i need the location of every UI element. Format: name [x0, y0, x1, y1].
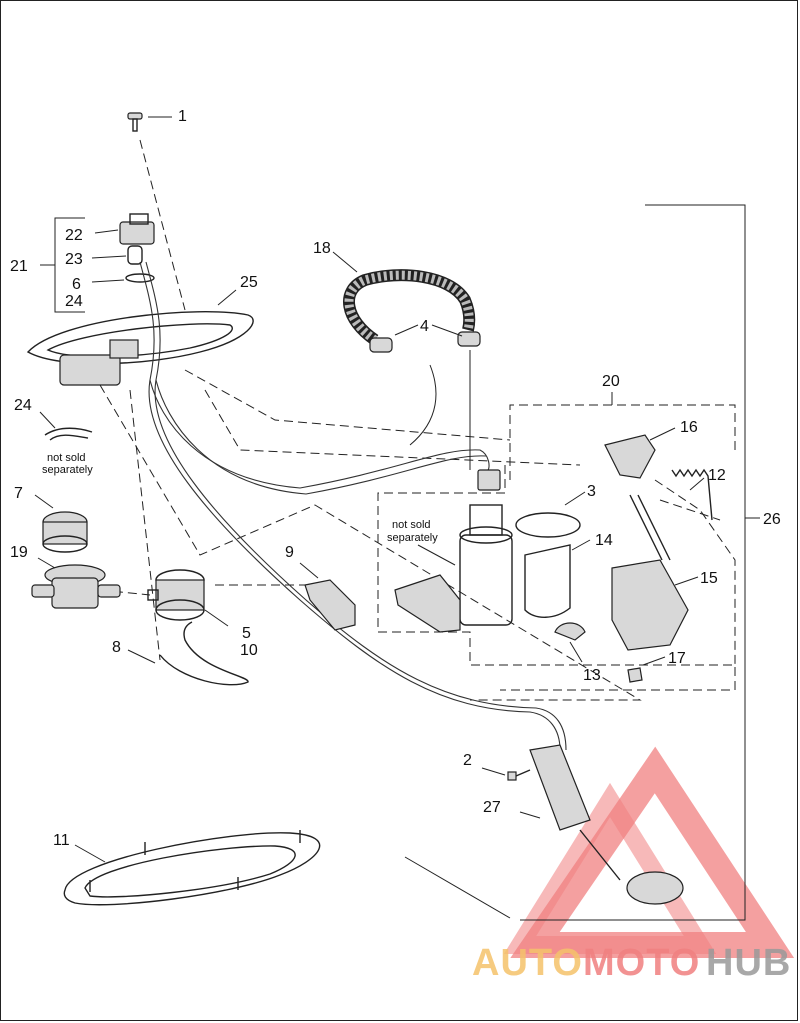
callout-14: 14: [595, 532, 613, 549]
callout-16: 16: [680, 419, 698, 436]
callout-2: 2: [463, 752, 472, 769]
wire-harness-a: [139, 261, 561, 751]
leader-8: [127, 649, 156, 664]
part-17-nut: [627, 656, 666, 683]
callout-11: 11: [53, 832, 70, 849]
callout-1: 1: [178, 108, 187, 125]
callout-3: 3: [587, 483, 596, 500]
part-6-o-ring: [91, 273, 155, 283]
assembly-26-bracket: [520, 204, 746, 921]
part-2-screw: [481, 767, 531, 781]
part-12-spring: [671, 468, 713, 521]
part-8-wire-loop: [159, 621, 249, 686]
callout-9: 9: [285, 544, 294, 561]
part-23-grommet: [91, 245, 143, 265]
part-3-strap: [515, 491, 586, 538]
wire-harness-b: [145, 261, 567, 751]
callout-6: 6: [72, 276, 81, 293]
callout-24-upper: 24: [65, 293, 83, 310]
part-24-clip: [39, 411, 93, 441]
callout-4: 4: [420, 318, 429, 335]
wire-harness-d: [155, 379, 487, 495]
callout-17: 17: [668, 650, 686, 667]
dashed-connector-f: [129, 389, 161, 661]
part-1-screw: [127, 112, 172, 132]
watermark-word-auto: AUTO: [472, 942, 583, 984]
part-19-valve: [31, 557, 121, 609]
callout-10: 10: [240, 642, 258, 659]
dashed-connector-g: [139, 139, 186, 311]
part-9-shield: [299, 562, 356, 631]
note-not-sold-center-line2: separately: [387, 532, 438, 544]
callout-12: 12: [708, 467, 726, 484]
watermark-word-moto: MOTO: [583, 942, 700, 984]
pump-box: [377, 465, 736, 691]
part-22-connector: [94, 213, 155, 245]
part-18-hose: [332, 251, 476, 345]
part-7-regulator: [34, 494, 88, 553]
part-25-flange: [26, 289, 254, 386]
note-not-sold-left-line2: separately: [42, 464, 93, 476]
callout-20: 20: [602, 373, 620, 390]
callout-8: 8: [112, 639, 121, 656]
part-11-gasket: [63, 830, 321, 906]
dashed-connector-b: [184, 369, 511, 441]
wire-harness-c: [149, 379, 490, 489]
assembly-20-box: [509, 404, 736, 480]
callout-26: 26: [763, 511, 781, 528]
part-5-filter: [147, 569, 229, 627]
part-13-retainer: [554, 622, 586, 663]
part-4-clamps: [369, 324, 481, 353]
sender-pointer-line: [404, 856, 511, 919]
callout-21: 21: [10, 258, 28, 275]
hose-drop-line: [409, 364, 437, 446]
dashed-connector-c: [204, 389, 581, 466]
part-16-clip: [604, 427, 676, 479]
note-not-sold-center-line1: not sold: [392, 519, 431, 531]
callout-27: 27: [483, 799, 501, 816]
dashed-connector-h: [654, 479, 736, 665]
callout-5: 5: [242, 625, 251, 642]
dashed-connector-a: [99, 384, 642, 701]
callout-13: 13: [583, 667, 601, 684]
dashed-connector-i: [659, 499, 721, 521]
callout-22: 22: [65, 227, 83, 244]
part-15-bracket: [611, 494, 699, 651]
part-14-sleeve: [524, 539, 591, 618]
callout-23: 23: [65, 251, 83, 268]
callout-19: 19: [10, 544, 28, 561]
callout-24-lower: 24: [14, 397, 32, 414]
callout-7: 7: [14, 485, 23, 502]
fuel-pump: [394, 469, 513, 633]
callout-18: 18: [313, 240, 331, 257]
watermark-word-hub: HUB: [706, 942, 791, 984]
note-not-sold-left-line1: not sold: [47, 452, 86, 464]
part-27-sender: [519, 744, 684, 905]
callout-25: 25: [240, 274, 258, 291]
callout-15: 15: [700, 570, 718, 587]
